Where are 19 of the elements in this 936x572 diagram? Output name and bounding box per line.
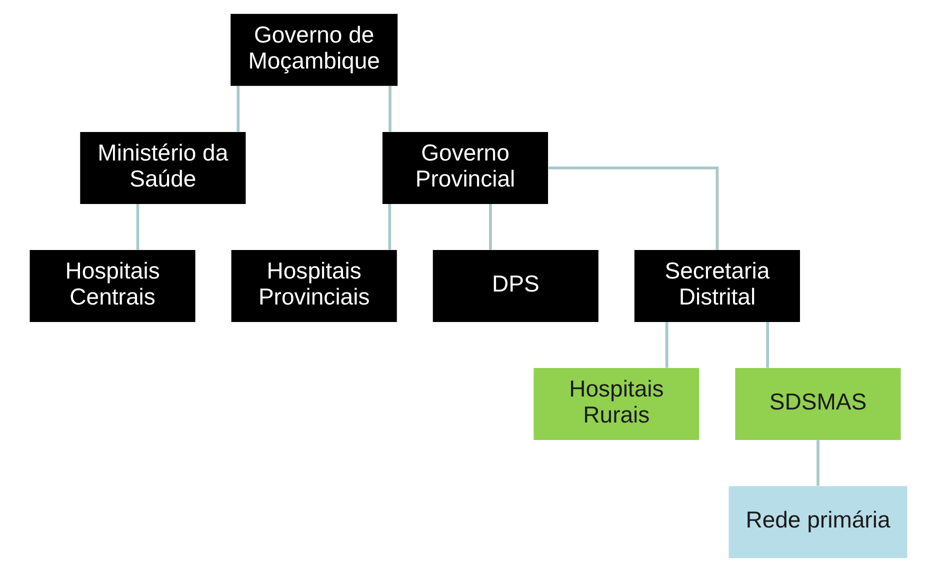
connector (236, 86, 240, 132)
node-box: Hospitais Centrais (29, 250, 195, 322)
connector (488, 204, 492, 250)
node-box: SDSMAS (734, 368, 900, 440)
node-box: Ministério da Saúde (80, 132, 246, 204)
connector (548, 166, 718, 250)
connector (388, 204, 391, 250)
connector (766, 322, 769, 368)
connector (136, 204, 139, 250)
node-box: DPS (432, 250, 598, 322)
connector (816, 440, 819, 486)
connector (664, 322, 668, 368)
node-box: Hospitais Rurais (533, 368, 699, 440)
node-box: Hospitais Provinciais (230, 250, 396, 322)
node-box: Governo Provincial (382, 132, 548, 204)
node-box: Governo de Moçambique (230, 14, 398, 86)
connector (388, 86, 391, 132)
node-box: Secretaria Distrital (634, 250, 800, 322)
node-box: Rede primária (728, 486, 907, 558)
